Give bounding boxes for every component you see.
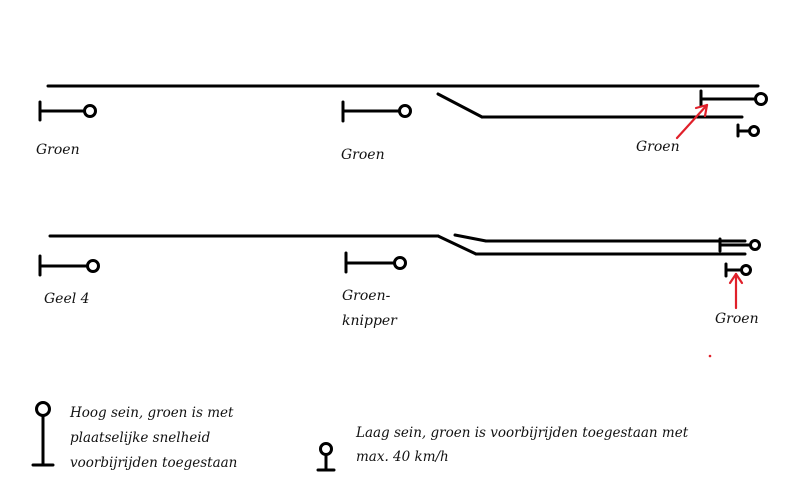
high-signal-top-right [699, 89, 768, 108]
legend-high-signal-line1: Hoog sein, groen is met [70, 405, 234, 421]
high-signal-top-middle [341, 100, 412, 123]
label-top-middle: Groen [341, 147, 385, 163]
label-bottom-left: Geel 4 [44, 291, 90, 307]
switch-through-bottom [453, 233, 488, 243]
high-signal-top-left [38, 100, 97, 122]
arrow-top-right [675, 103, 709, 140]
red-dot [708, 354, 712, 358]
label-bottom-middle-1: Groen- [342, 288, 391, 304]
label-top-right: Groen [636, 139, 680, 155]
low-signal-top-right [736, 123, 760, 138]
switch-diverge-bottom [436, 234, 478, 256]
label-top-left: Groen [36, 142, 80, 158]
legend-low-signal-symbol [316, 442, 336, 472]
legend-low-signal-line2: max. 40 km/h [356, 449, 449, 465]
legend-low-signal-line1: Laag sein, groen is voorbijrijden toeges… [356, 425, 689, 441]
low-signal-bottom-right-upper [718, 237, 761, 253]
high-signal-bottom-middle [344, 251, 407, 274]
switch-diverge-top [436, 92, 484, 119]
legend-high-signal-line3: voorbijrijden toegestaan [70, 455, 238, 471]
low-signal-bottom-right-lower [724, 262, 752, 278]
legend-high-signal-symbol [31, 401, 55, 467]
arrow-bottom-right [728, 272, 744, 310]
high-signal-bottom-left [38, 254, 100, 277]
legend-high-signal-line2: plaatselijke snelheid [70, 430, 211, 446]
label-bottom-middle-2: knipper [342, 313, 397, 329]
label-bottom-right: Groen [715, 311, 759, 327]
